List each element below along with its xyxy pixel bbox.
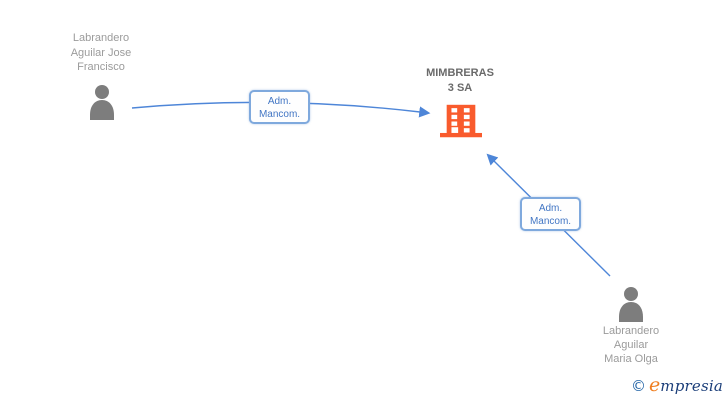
empresia-wordmark-rest: mpresia: [660, 377, 723, 395]
edge1-relationship-label: Adm. Mancom.: [249, 90, 310, 124]
company-name[interactable]: MIMBRERAS 3 SA: [395, 66, 525, 96]
empresia-wordmark: empresia: [649, 374, 723, 396]
person2-person-icon[interactable]: [616, 286, 646, 322]
empresia-logo[interactable]: © empresia: [631, 374, 723, 396]
edge2-label-line2: Mancom.: [529, 215, 572, 227]
person1-name-line1: Labrandero: [72, 32, 130, 44]
edge2-relationship-label: Adm. Mancom.: [520, 197, 581, 231]
company-name-line1: MIMBRERAS: [426, 67, 494, 79]
person1-name-line2: Aguilar Jose: [70, 46, 132, 59]
person2-name-line3: Maria Olga: [604, 353, 658, 365]
company-building-icon[interactable]: [440, 104, 482, 139]
company-name-line2: 3 SA: [447, 82, 473, 94]
person1-person-icon[interactable]: [87, 84, 117, 120]
person2-name-line1: Labrandero: [602, 325, 660, 337]
person1-name-line3: Francisco: [77, 61, 125, 73]
edge1-label-line1: Adm.: [267, 95, 292, 107]
edge2-label-line1: Adm.: [538, 202, 563, 214]
edge1-label-line2: Mancom.: [258, 108, 301, 120]
person2-name[interactable]: Labrandero Aguilar Maria Olga: [561, 324, 701, 366]
empresia-wordmark-initial: e: [649, 374, 661, 396]
copyright-icon: ©: [631, 377, 647, 395]
person1-name[interactable]: Labrandero Aguilar Jose Francisco: [31, 31, 171, 75]
person2-name-line2: Aguilar: [613, 339, 649, 351]
